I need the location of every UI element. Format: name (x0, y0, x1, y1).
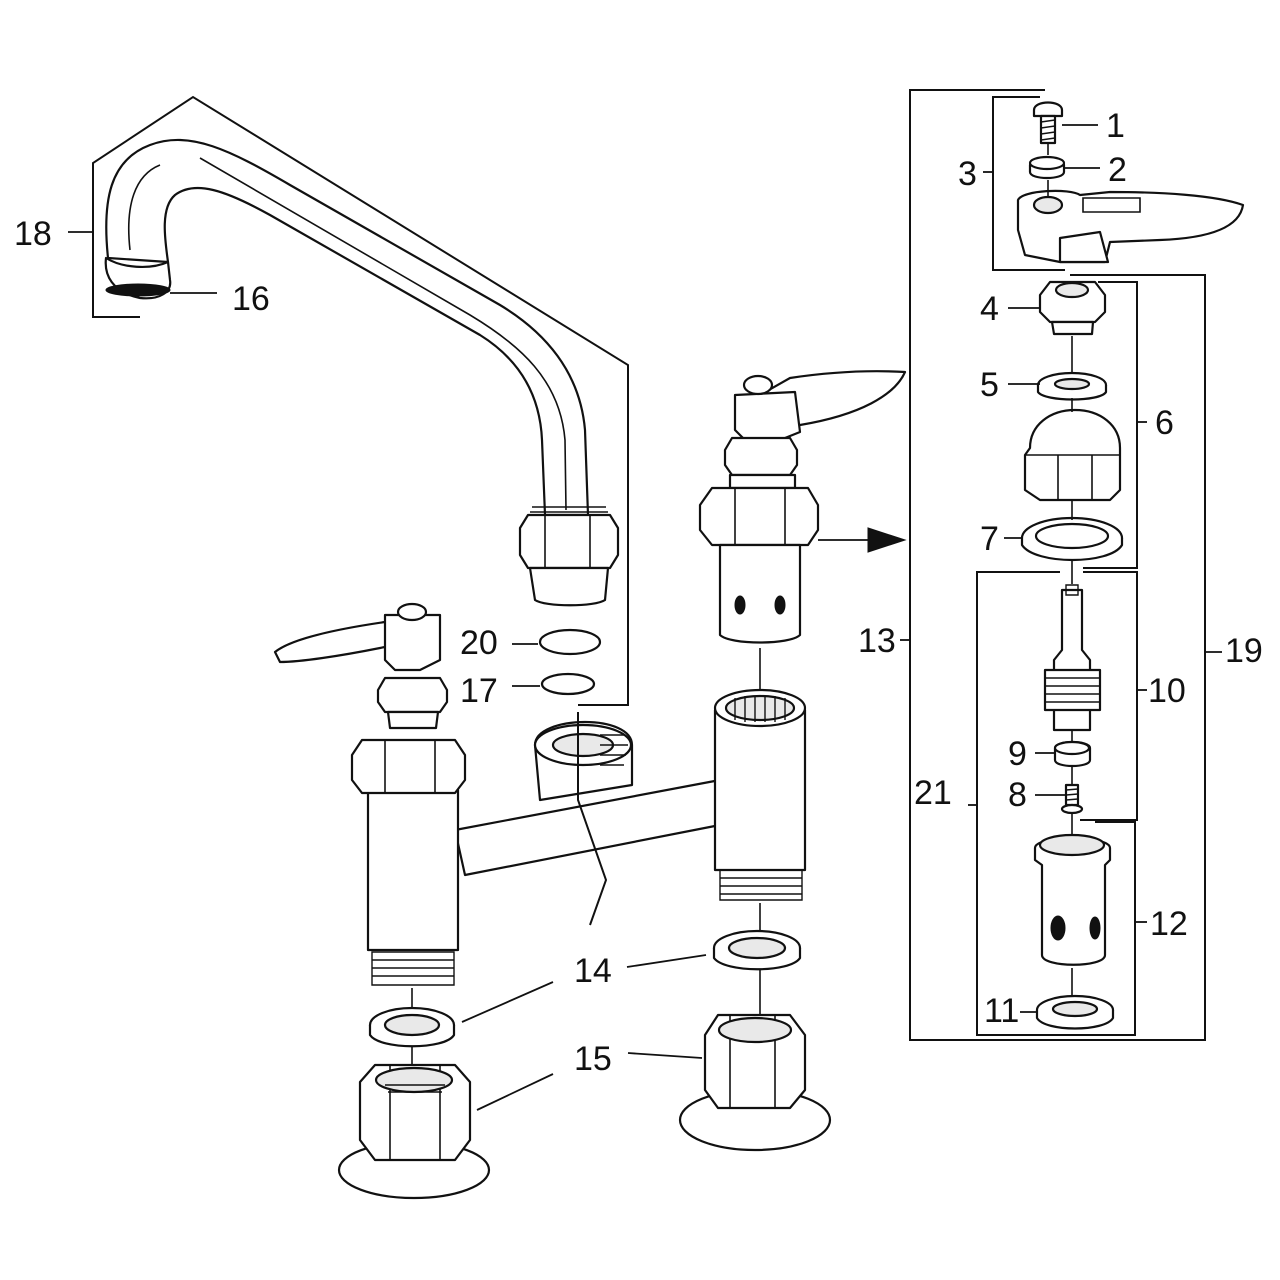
washer-14-right (712, 929, 802, 971)
faucet-body (366, 688, 807, 986)
part-1-screw (1032, 101, 1064, 118)
callout-2: 2 (1108, 151, 1127, 189)
callout-6: 6 (1155, 404, 1174, 442)
left-bonnet-big-nut (350, 738, 467, 795)
spout-tube (105, 138, 590, 517)
spout-nut (518, 513, 620, 570)
callout-7: 7 (980, 520, 999, 558)
callout-13: 13 (858, 622, 896, 660)
right-small-nut (723, 436, 799, 477)
callout-20: 20 (460, 624, 498, 662)
callout-16: 16 (232, 280, 270, 318)
exploded-view-arrow-head (867, 527, 907, 553)
oring-16 (105, 283, 171, 297)
callout-9: 9 (1008, 735, 1027, 773)
callout-14: 14 (574, 952, 612, 990)
washer-14-left (368, 1006, 456, 1048)
washer-17 (540, 672, 596, 696)
bracket-3 (992, 96, 1065, 271)
spout-assembly (104, 138, 620, 607)
callout-10: 10 (1148, 672, 1186, 710)
callout-3: 3 (958, 155, 977, 193)
left-bonnet-small-nut (376, 676, 449, 714)
callout-21: 21 (914, 774, 952, 812)
callout-19: 19 (1225, 632, 1263, 670)
bracket-6 (1083, 281, 1138, 569)
bracket-13 (909, 89, 1206, 1041)
right-valve-assembly (698, 370, 907, 644)
left-handle-hub (383, 613, 442, 672)
exploded-cartridge (1016, 101, 1245, 1030)
bracket-10 (1080, 571, 1138, 821)
right-column (713, 708, 807, 872)
callout-5: 5 (980, 366, 999, 404)
flange-nut-15-left (337, 1063, 491, 1200)
flange-nut-15-right (678, 1013, 832, 1152)
bracket-18 (92, 95, 629, 706)
callout-11: 11 (984, 992, 1019, 1030)
right-column-thread (719, 869, 803, 901)
callout-12: 12 (1150, 905, 1188, 943)
oring-20 (538, 628, 602, 656)
callout-1: 1 (1106, 107, 1125, 145)
right-handle-hub (733, 390, 802, 442)
callout-4: 4 (980, 290, 999, 328)
left-handle-screw (396, 602, 428, 622)
left-column-thread (371, 951, 455, 986)
right-handle-screw (742, 374, 774, 396)
left-valve-assembly (273, 602, 467, 795)
spout-sleeve (528, 566, 610, 607)
callout-17: 17 (460, 672, 498, 710)
callout-8: 8 (1008, 776, 1027, 814)
callout-18: 18 (14, 215, 52, 253)
bracket-21 (976, 571, 1136, 1036)
right-bonnet-nut (698, 486, 820, 547)
callout-15: 15 (574, 1040, 612, 1078)
right-cartridge-sleeve (718, 543, 802, 644)
part-12-sleeve (1033, 837, 1112, 966)
left-column (366, 788, 460, 952)
